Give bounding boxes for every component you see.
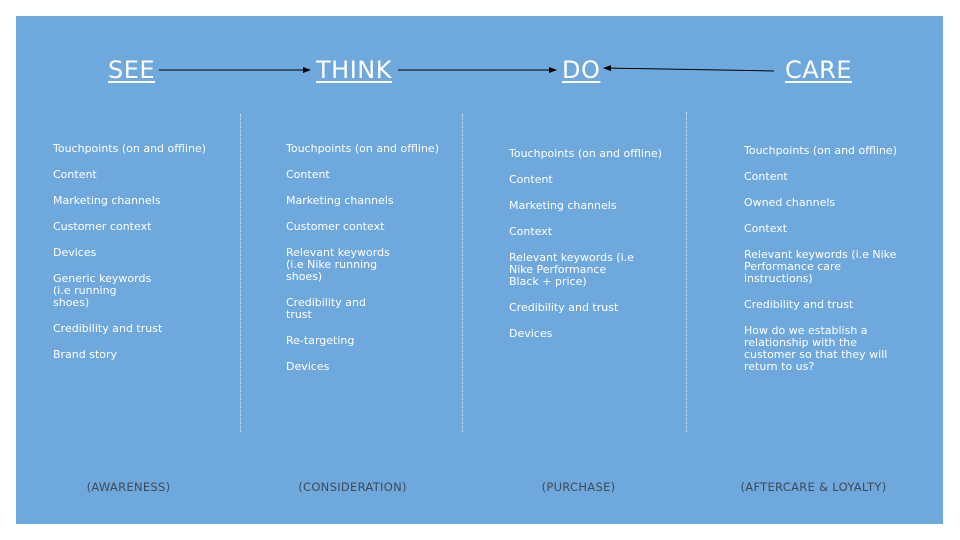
care-item: Context [744, 222, 788, 235]
think-item: Devices [286, 360, 330, 373]
do-item: Touchpoints (on and offline) [509, 147, 662, 160]
do-column: Touchpoints (on and offline) Content Mar… [509, 148, 679, 354]
stage-see-heading: SEE [108, 56, 156, 84]
think-item: Customer context [286, 220, 385, 233]
see-item: Generic keywords (i.e running shoes) [53, 272, 152, 309]
see-item: Brand story [53, 348, 118, 361]
see-item: Touchpoints (on and offline) [53, 142, 206, 155]
care-item: Owned channels [744, 196, 836, 209]
see-item: Credibility and trust [53, 322, 163, 335]
think-item: Content [286, 168, 330, 181]
think-item: Marketing channels [286, 194, 394, 207]
do-item: Relevant keywords (i.e Nike Performance … [509, 251, 634, 288]
see-item: Content [53, 168, 97, 181]
think-item: Relevant keywords (i.e Nike running shoe… [286, 246, 390, 283]
flow-arrows [159, 65, 775, 73]
column-divider [240, 114, 241, 432]
think-column: Touchpoints (on and offline) Content Mar… [286, 143, 456, 387]
column-divider [686, 112, 687, 432]
see-item: Customer context [53, 220, 152, 233]
stage-think-heading: THINK [316, 56, 392, 84]
think-item: Credibility and trust [286, 296, 366, 321]
do-item: Devices [509, 327, 553, 340]
think-footer-label: (CONSIDERATION) [298, 480, 407, 494]
stage-care-heading: CARE [785, 56, 853, 84]
care-item: Content [744, 170, 788, 183]
do-item: Marketing channels [509, 199, 617, 212]
do-item: Credibility and trust [509, 301, 619, 314]
do-item: Content [509, 173, 553, 186]
see-item: Devices [53, 246, 97, 259]
think-item: Re-targeting [286, 334, 355, 347]
column-divider [462, 114, 463, 432]
care-item: Relevant keywords (i.e Nike Performance … [744, 248, 897, 285]
think-item: Touchpoints (on and offline) [286, 142, 439, 155]
care-footer-label: (AFTERCARE & LOYALTY) [740, 480, 887, 494]
care-item: How do we establish a relationship with … [744, 324, 888, 373]
stage-do-heading: DO [562, 56, 601, 84]
care-item: Touchpoints (on and offline) [744, 144, 897, 157]
do-item: Context [509, 225, 553, 238]
see-column: Touchpoints (on and offline) Content Mar… [53, 143, 223, 375]
see-footer-label: (AWARENESS) [86, 480, 171, 494]
arrow-care-to-do [603, 65, 775, 72]
do-footer-label: (PURCHASE) [541, 480, 616, 494]
care-item: Credibility and trust [744, 298, 854, 311]
see-item: Marketing channels [53, 194, 161, 207]
care-column: Touchpoints (on and offline) Content Own… [744, 145, 914, 387]
slide-background: SEE THINK DO CARE Touchpoints (on and of… [16, 16, 943, 524]
